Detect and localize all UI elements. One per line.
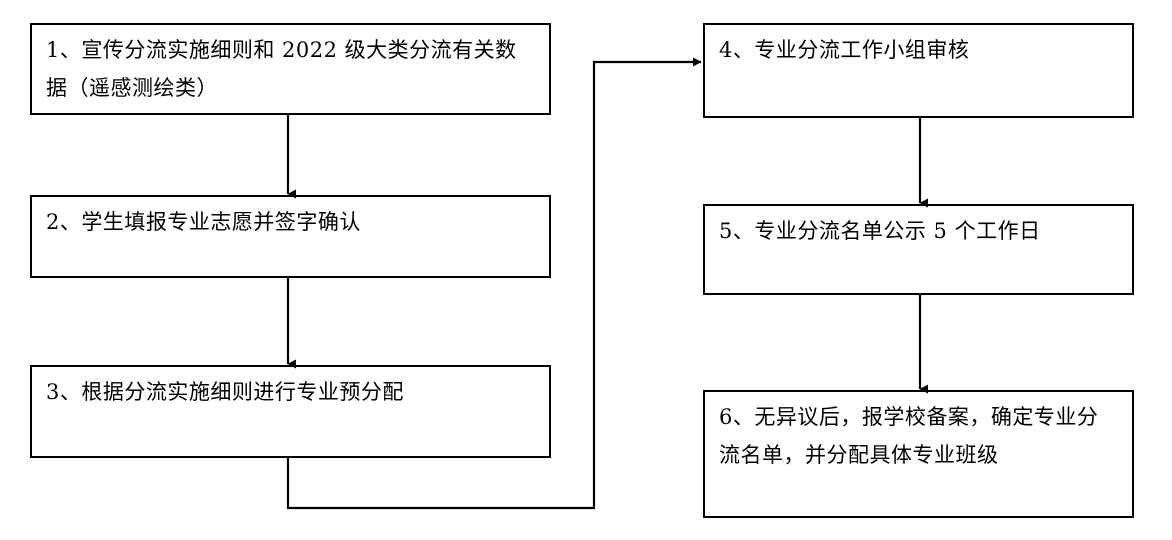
flow-node-step4-label: 4、专业分流工作小组审核 bbox=[719, 38, 970, 62]
flow-node-step5-label: 5、专业分流名单公示 5 个工作日 bbox=[719, 219, 1041, 243]
flow-node-step2[interactable]: 2、学生填报专业志愿并签字确认 bbox=[30, 195, 551, 278]
flow-node-step1[interactable]: 1、宣传分流实施细则和 2022 级大类分流有关数据（遥感测绘类） bbox=[30, 23, 551, 115]
flow-node-step6[interactable]: 6、无异议后，报学校备案，确定专业分流名单，并分配具体专业班级 bbox=[703, 390, 1134, 518]
flow-node-step1-label: 1、宣传分流实施细则和 2022 级大类分流有关数据（遥感测绘类） bbox=[46, 38, 517, 100]
flow-node-step2-label: 2、学生填报专业志愿并签字确认 bbox=[46, 210, 361, 234]
flow-node-step4[interactable]: 4、专业分流工作小组审核 bbox=[703, 23, 1134, 118]
flow-node-step3[interactable]: 3、根据分流实施细则进行专业预分配 bbox=[30, 365, 551, 458]
flow-node-step3-label: 3、根据分流实施细则进行专业预分配 bbox=[46, 380, 404, 404]
flow-node-step6-label: 6、无异议后，报学校备案，确定专业分流名单，并分配具体专业班级 bbox=[719, 405, 1099, 467]
flow-node-step5[interactable]: 5、专业分流名单公示 5 个工作日 bbox=[703, 204, 1134, 295]
